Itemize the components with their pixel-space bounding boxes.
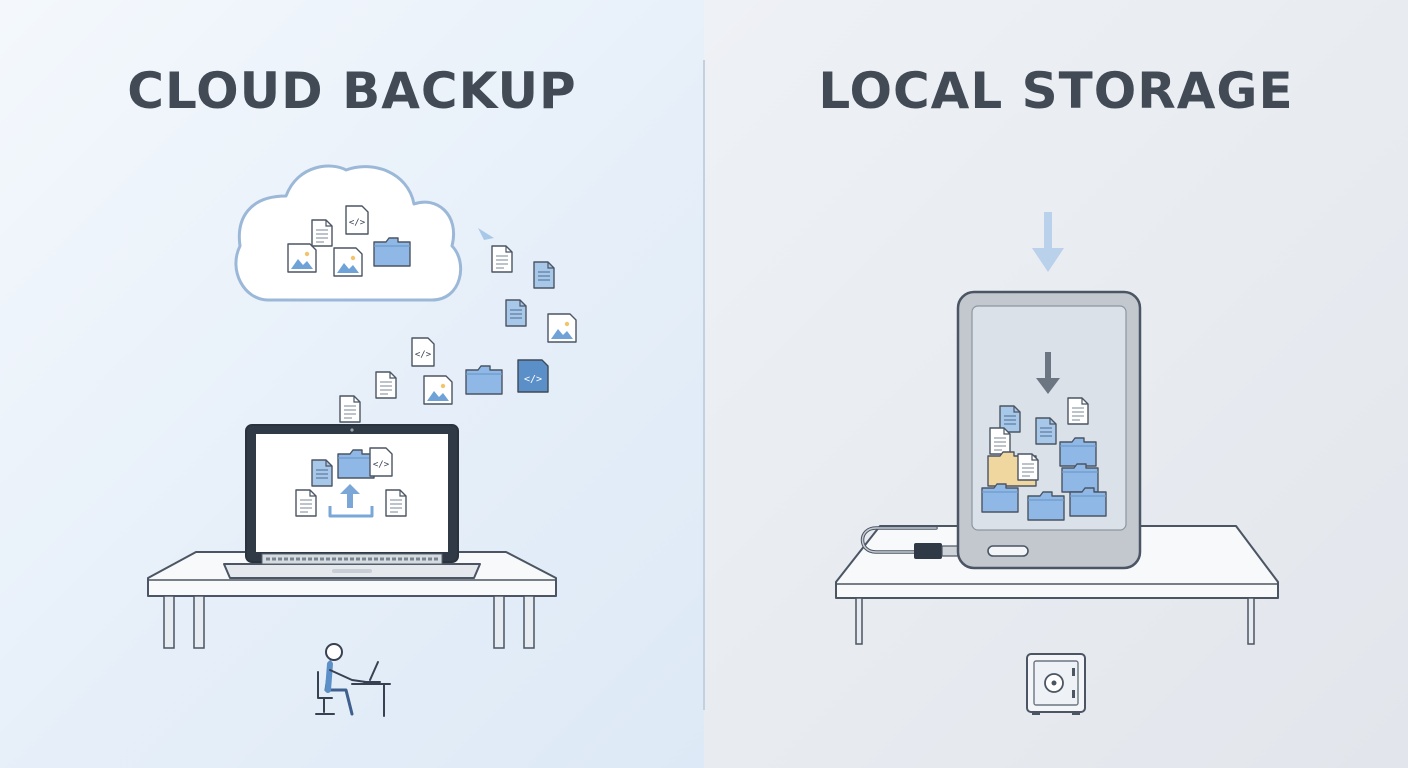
image-file-icon (333, 247, 363, 277)
folder-icon (1027, 491, 1065, 521)
image-file-icon (287, 243, 317, 273)
document-icon (533, 261, 555, 289)
down-arrow-icon (1032, 212, 1064, 272)
document-icon (339, 395, 361, 423)
folder-icon (1069, 487, 1107, 517)
image-file-icon (423, 375, 453, 405)
cloud-backup-panel (0, 0, 704, 768)
document-icon (989, 427, 1011, 455)
document-icon (491, 245, 513, 273)
cloud-icon (234, 164, 463, 302)
document-icon (311, 219, 333, 247)
folder-icon (465, 365, 503, 395)
upload-arrow-icon (328, 484, 374, 518)
document-icon (1035, 417, 1057, 445)
safe-icon (1026, 653, 1086, 715)
code-file-icon (345, 205, 369, 235)
document-icon (385, 489, 407, 517)
folder-icon (373, 237, 411, 267)
cloud-backup-title: CLOUD BACKUP (127, 62, 577, 120)
code-file-icon (517, 359, 549, 393)
code-file-icon (369, 447, 393, 477)
usb-cable-icon (860, 526, 961, 559)
panel-divider (703, 60, 705, 710)
arrow-icon (478, 228, 494, 240)
folder-icon (1059, 437, 1097, 467)
code-file-icon (411, 337, 435, 367)
document-icon (1017, 453, 1039, 481)
external-drive-icon (956, 290, 1142, 570)
document-icon (295, 489, 317, 517)
document-icon (311, 459, 333, 487)
document-icon (1067, 397, 1089, 425)
document-icon (375, 371, 397, 399)
image-file-icon (547, 313, 577, 343)
local-storage-title: LOCAL STORAGE (818, 62, 1294, 120)
folder-icon (981, 483, 1019, 513)
person-at-desk-icon (315, 643, 391, 717)
laptop-icon (223, 424, 481, 579)
document-icon (505, 299, 527, 327)
folder-icon (337, 449, 375, 479)
